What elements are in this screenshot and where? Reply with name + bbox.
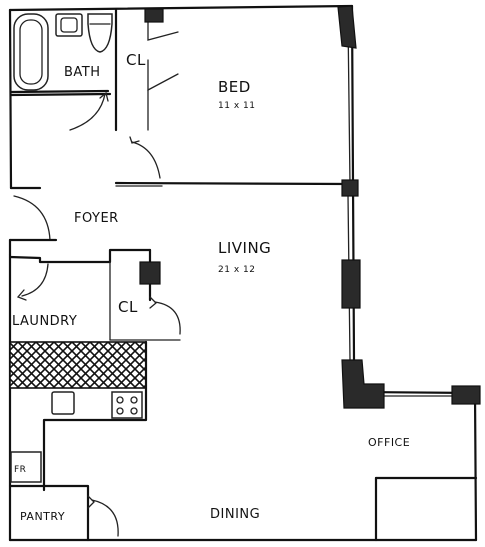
room-label-foyer: FOYER (74, 211, 119, 226)
pantry-door-swing (91, 499, 119, 537)
bedroom: BED 11 x 11 (114, 5, 359, 197)
office-room: OFFICE (341, 359, 481, 542)
column-block (341, 179, 359, 197)
kitchen: FR (9, 340, 148, 492)
room-label-closet-mid: CL (118, 298, 138, 316)
closet-door-swing (154, 301, 181, 335)
bed-door-swing (131, 141, 161, 179)
dining-room: DINING (210, 507, 260, 522)
laundry-room: LAUNDRY (12, 314, 77, 329)
room-size-bed: 11 x 11 (218, 101, 255, 111)
kitchen-sink-icon (51, 391, 75, 415)
room-label-bath: BATH (64, 65, 101, 80)
room-size-living: 21 x 12 (218, 265, 255, 275)
room-label-laundry: LAUNDRY (12, 314, 77, 329)
sink-icon (55, 13, 83, 37)
column-block (341, 259, 361, 309)
bath-door-swing (69, 93, 106, 131)
fridge-icon (10, 451, 42, 483)
closet-top: CL (126, 11, 179, 131)
entry-door-swing (13, 195, 51, 241)
toilet-icon (87, 13, 113, 53)
living-room: LIVING 21 x 12 (218, 239, 361, 309)
bath-room: BATH (9, 8, 118, 132)
column-block (139, 261, 161, 285)
stove-icon (111, 391, 143, 419)
column-block (451, 385, 481, 405)
foyer: FOYER (8, 195, 152, 341)
room-label-office: OFFICE (368, 436, 410, 449)
room-label-dining: DINING (210, 507, 260, 522)
pantry-room: PANTRY (8, 484, 119, 542)
column-block (337, 5, 357, 49)
column-block (341, 359, 385, 409)
bathtub-icon (13, 13, 49, 91)
room-label-closet-top: CL (126, 51, 146, 69)
closet-mid: CL (109, 248, 181, 341)
room-label-fridge: FR (14, 465, 26, 475)
room-label-pantry: PANTRY (20, 510, 65, 523)
laundry-door-swing (21, 263, 49, 297)
column-block (144, 8, 164, 23)
kitchen-counter-crosshatch (9, 341, 147, 389)
room-label-living: LIVING (218, 239, 271, 257)
room-label-bed: BED (218, 78, 251, 96)
